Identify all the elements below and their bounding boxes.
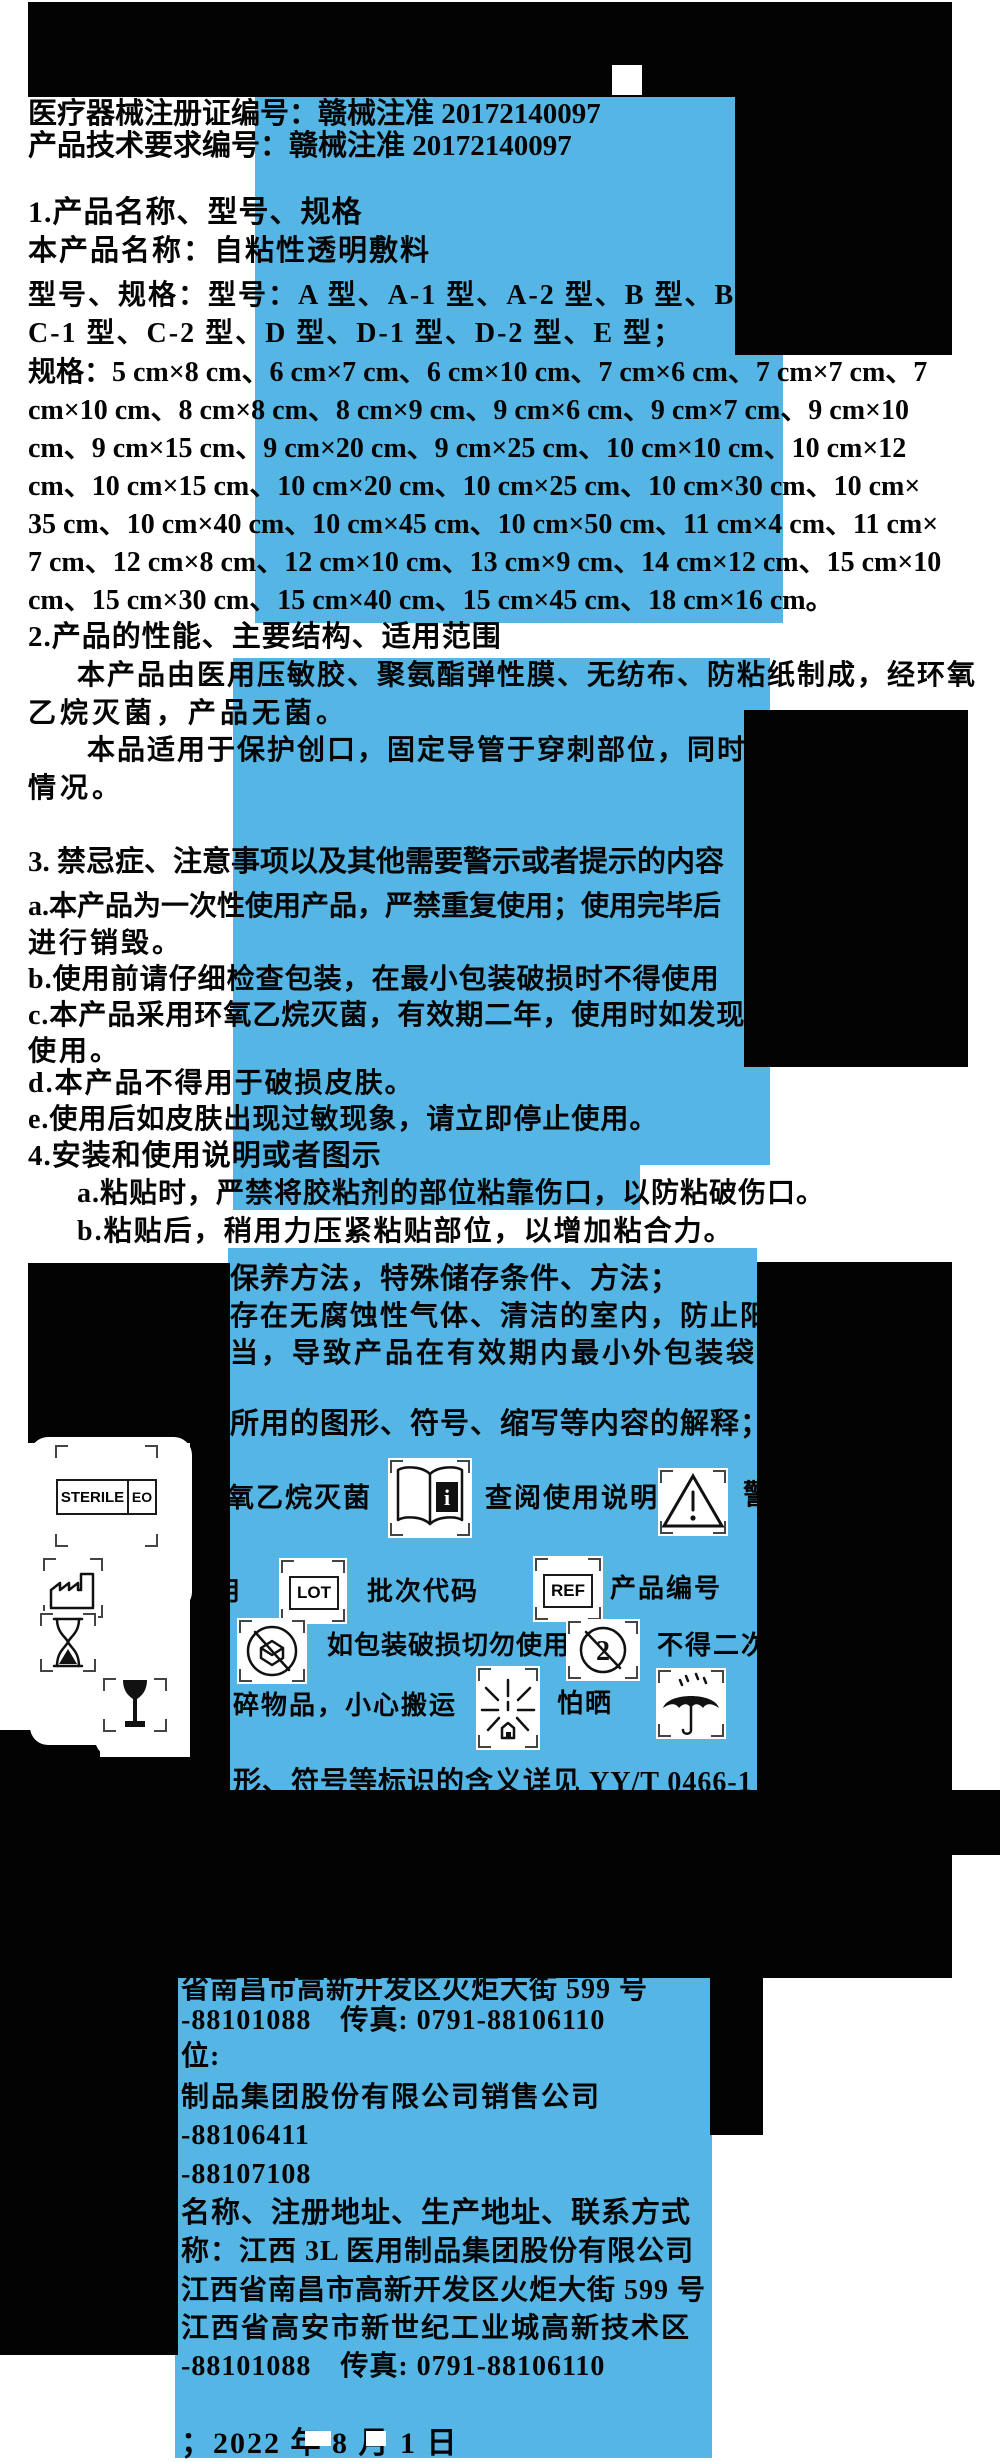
redaction-left-lower-b [100, 1757, 230, 1978]
consult-ifu-label: 查阅使用说明 [485, 1483, 659, 1513]
spec-line-4: cm、10 cm×15 cm、10 cm×20 cm、10 cm×25 cm、1… [28, 471, 921, 502]
storage-line-2-fragment: 当，导致产品在有效期内最小外包装袋表 [230, 1338, 789, 1369]
sterile-eo-box: STERILE EO [56, 1479, 157, 1515]
blue-highlight-top [255, 97, 738, 355]
performance-line-1: 本产品由医用压敏胶、聚氨酯弹性膜、无纺布、防粘纸制成，经环氧 [77, 660, 978, 691]
ref-number-icon: REF [533, 1556, 603, 1622]
blue-highlight-contact [175, 1978, 712, 2458]
spec-line-1: 规格：5 cm×8 cm、6 cm×7 cm、6 cm×10 cm、7 cm×6… [28, 357, 928, 388]
redaction-middle-band-ext [952, 1790, 1000, 1855]
fragile-label-fragment: 碎物品，小心搬运 [233, 1691, 458, 1720]
no-use-if-package-damaged-icon [237, 1618, 307, 1684]
scope-line-2: 情况。 [28, 773, 125, 804]
install-b-line: b.粘贴后，稍用力压紧粘贴部位，以增加粘合力。 [77, 1216, 734, 1247]
redaction-banner [28, 2, 952, 97]
redaction-right-2 [744, 710, 968, 1067]
redaction-left-lower-a [0, 1730, 100, 1978]
note-c-line-1: c.本产品采用环氧乙烷灭菌，有效期二年，使用时如发现 [28, 1000, 746, 1031]
note-e-line: e.使用后如皮肤出现过敏现象，请立即停止使用。 [28, 1104, 659, 1135]
blue-highlight-install [233, 1165, 640, 1210]
note-c-line-2: 使用。 [28, 1036, 122, 1067]
scope-line-1: 本品适用于保护创口，固定导管于穿刺部位，同时通 [87, 735, 778, 766]
redaction-right-1 [735, 97, 952, 355]
redaction-left-tongue [190, 1443, 230, 1757]
note-d-line: d.本产品不得用于破损皮肤。 [28, 1068, 415, 1099]
manufacturer-name-line: 称：江西 3L 医用制品集团股份有限公司 [181, 2236, 695, 2267]
section6-heading-fragment: 所用的图形、符号、缩写等内容的解释； [230, 1408, 771, 1440]
note-a-line-2: 进行销毁。 [28, 928, 184, 959]
redaction-left-column [28, 1263, 230, 1443]
redaction-bottom-center [710, 1978, 763, 2135]
redaction-right-3 [757, 1262, 952, 1790]
registration-number-line: 医疗器械注册证编号：赣械注准 20172140097 [28, 98, 601, 130]
consult-instructions-icon: i [388, 1458, 472, 1538]
performance-line-2: 乙烷灭菌，产品无菌。 [28, 698, 349, 729]
spec-line-3: cm、9 cm×15 cm、9 cm×20 cm、9 cm×25 cm、10 c… [28, 433, 907, 464]
registered-address-line: 江西省南昌市高新开发区火炬大街 599 号 [181, 2275, 707, 2306]
warning-triangle-icon [658, 1468, 728, 1536]
storage-line-1-fragment: 存在无腐蚀性气体、清洁的室内，防止阳光 [230, 1301, 801, 1332]
models-line-1: 型号、规格：型号：A 型、A-1 型、A-2 型、B 型、B-1 型 [28, 280, 802, 311]
contact-heading-fragment: 名称、注册地址、生产地址、联系方式 [181, 2197, 692, 2229]
section5-heading-fragment: 保养方法，特殊储存条件、方法； [230, 1263, 681, 1295]
lot-code-icon: LOT [279, 1558, 347, 1624]
lot-label: 批次代码 [367, 1577, 480, 1606]
svg-text:i: i [444, 1485, 450, 1510]
white-patch-date-2 [366, 2431, 386, 2446]
section2-heading: 2.产品的性能、主要结构、适用范围 [28, 621, 502, 653]
keep-away-from-sunlight-icon [476, 1666, 540, 1750]
technical-requirement-line: 产品技术要求编号：赣械注准 20172140097 [28, 130, 572, 162]
spec-line-7: cm、15 cm×30 cm、15 cm×40 cm、15 cm×45 cm、1… [28, 585, 834, 616]
phone-fax-line-a: -88101088 传真: 0791-88106110 [181, 2005, 606, 2036]
keep-dry-umbrella-icon [656, 1668, 726, 1739]
white-patch-date-1 [305, 2431, 331, 2446]
section3-heading: 3. 禁忌症、注意事项以及其他需要警示或者提示的内容 [28, 846, 725, 878]
section4-heading: 4.安装和使用说明或者图示 [28, 1140, 382, 1172]
ref-label: 产品编号 [610, 1574, 723, 1603]
production-address-line: 江西省高安市新世纪工业城高新技术区 [181, 2313, 692, 2344]
models-line-2: C-1 型、C-2 型、D 型、D-1 型、D-2 型、E 型； [28, 318, 684, 349]
phone-fragment-2: -88107108 [181, 2159, 312, 2190]
redaction-bottom-left [0, 1978, 178, 2355]
product-name-line: 本产品名称：自粘性透明敷料 [28, 235, 432, 267]
fragile-glass-icon [101, 1676, 169, 1734]
blue-highlight-sections [233, 658, 770, 1165]
install-a-line: a.粘贴时，严禁将胶粘剂的部位粘靠伤口，以防粘破伤口。 [77, 1178, 826, 1209]
section1-heading: 1.产品名称、型号、规格 [28, 196, 363, 229]
sterile-eo-icon: STERILE EO [53, 1443, 160, 1549]
no-reuse-label-fragment: 不得二次 [657, 1631, 770, 1660]
white-square-in-banner [612, 65, 642, 95]
keep-from-sun-label: 怕晒 [557, 1689, 614, 1718]
note-a-line-1: a.本产品为一次性使用产品，严禁重复使用；使用完毕后 [28, 891, 722, 922]
blue-highlight-specs [255, 352, 783, 623]
hourglass-expiry-icon [38, 1611, 98, 1674]
spec-line-2: cm×10 cm、8 cm×8 cm、8 cm×9 cm、9 cm×6 cm、9… [28, 395, 910, 426]
spec-line-5: 35 cm、10 cm×40 cm、10 cm×45 cm、10 cm×50 c… [28, 509, 939, 540]
address-fragment-line: 省南昌市高新开发区火炬大街 599 号 [181, 1974, 649, 2005]
spec-line-6: 7 cm、12 cm×8 cm、12 cm×10 cm、13 cm×9 cm、1… [28, 547, 942, 578]
note-b-line: b.使用前请仔细检查包装，在最小包装破损时不得使用 [28, 964, 720, 995]
sales-company-line: 制品集团股份有限公司销售公司 [181, 2082, 602, 2113]
phone-fragment-1: -88106411 [181, 2120, 310, 2151]
phone-fax-line-b: -88101088 传真: 0791-88106110 [181, 2351, 606, 2382]
no-use-if-damaged-label: 如包装破损切勿使用 [327, 1631, 571, 1660]
service-unit-fragment: 位: [181, 2041, 221, 2072]
do-not-reuse-icon: 2 [566, 1619, 640, 1681]
